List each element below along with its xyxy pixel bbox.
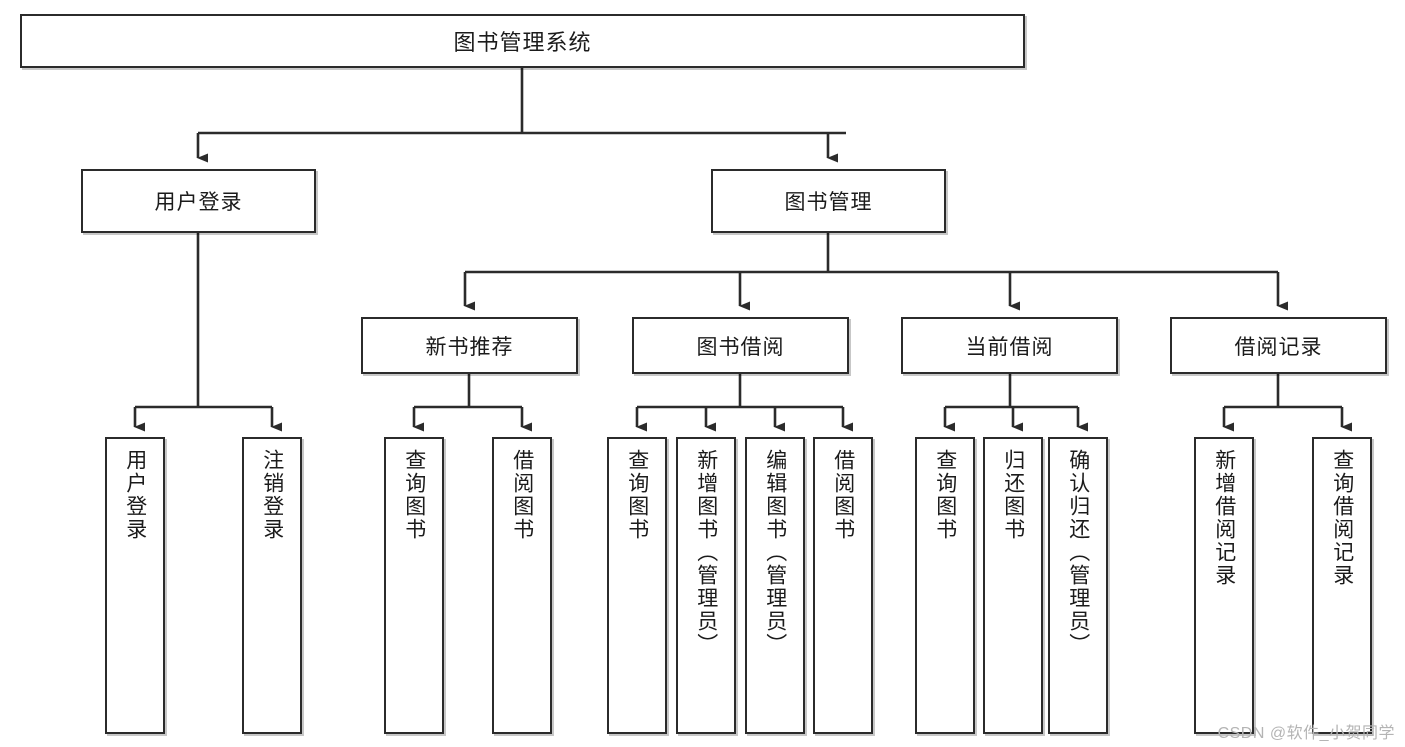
leaf-book-borrow-borrow[interactable]: 借阅图书 [813,437,873,734]
leaf-label: 编辑图书（管理员） [763,449,787,656]
node-book-borrow[interactable]: 图书借阅 [632,317,849,374]
leaf-book-borrow-query[interactable]: 查询图书 [607,437,667,734]
leaf-borrow-record-query[interactable]: 查询借阅记录 [1312,437,1372,734]
leaf-borrow-record-add[interactable]: 新增借阅记录 [1194,437,1254,734]
node-current-borrow[interactable]: 当前借阅 [901,317,1118,374]
leaf-book-borrow-add[interactable]: 新增图书（管理员） [676,437,736,734]
node-book-management-label: 图书管理 [784,191,873,214]
leaf-book-borrow-edit[interactable]: 编辑图书（管理员） [745,437,805,734]
node-new-book-recommend[interactable]: 新书推荐 [361,317,578,374]
node-user-login[interactable]: 用户登录 [81,169,316,233]
leaf-label: 查询借阅记录 [1330,449,1354,587]
node-user-login-label: 用户登录 [154,191,243,214]
leaf-user-login-login[interactable]: 用户登录 [105,437,165,734]
leaf-current-borrow-confirm-return[interactable]: 确认归还（管理员） [1048,437,1108,734]
leaf-user-login-logout[interactable]: 注销登录 [242,437,302,734]
leaf-label: 注销登录 [260,449,284,541]
leaf-new-book-query[interactable]: 查询图书 [384,437,444,734]
leaf-current-borrow-return[interactable]: 归还图书 [983,437,1043,734]
node-borrow-record[interactable]: 借阅记录 [1170,317,1387,374]
leaf-label: 确认归还（管理员） [1066,449,1090,656]
node-root[interactable]: 图书管理系统 [20,14,1025,68]
leaf-label: 查询图书 [402,449,426,541]
leaf-label: 新增图书（管理员） [694,449,718,656]
leaf-label: 借阅图书 [510,449,534,541]
leaf-label: 查询图书 [625,449,649,541]
node-new-book-recommend-label: 新书推荐 [425,335,514,359]
leaf-new-book-borrow[interactable]: 借阅图书 [492,437,552,734]
leaf-label: 用户登录 [123,449,147,541]
node-root-label: 图书管理系统 [453,30,592,55]
node-current-borrow-label: 当前借阅 [965,335,1054,359]
node-book-management[interactable]: 图书管理 [711,169,946,233]
leaf-label: 归还图书 [1001,449,1025,541]
leaf-label: 借阅图书 [831,449,855,541]
node-borrow-record-label: 借阅记录 [1234,335,1323,359]
leaf-label: 查询图书 [933,449,957,541]
node-book-borrow-label: 图书借阅 [696,335,785,359]
leaf-current-borrow-query[interactable]: 查询图书 [915,437,975,734]
leaf-label: 新增借阅记录 [1212,449,1236,587]
